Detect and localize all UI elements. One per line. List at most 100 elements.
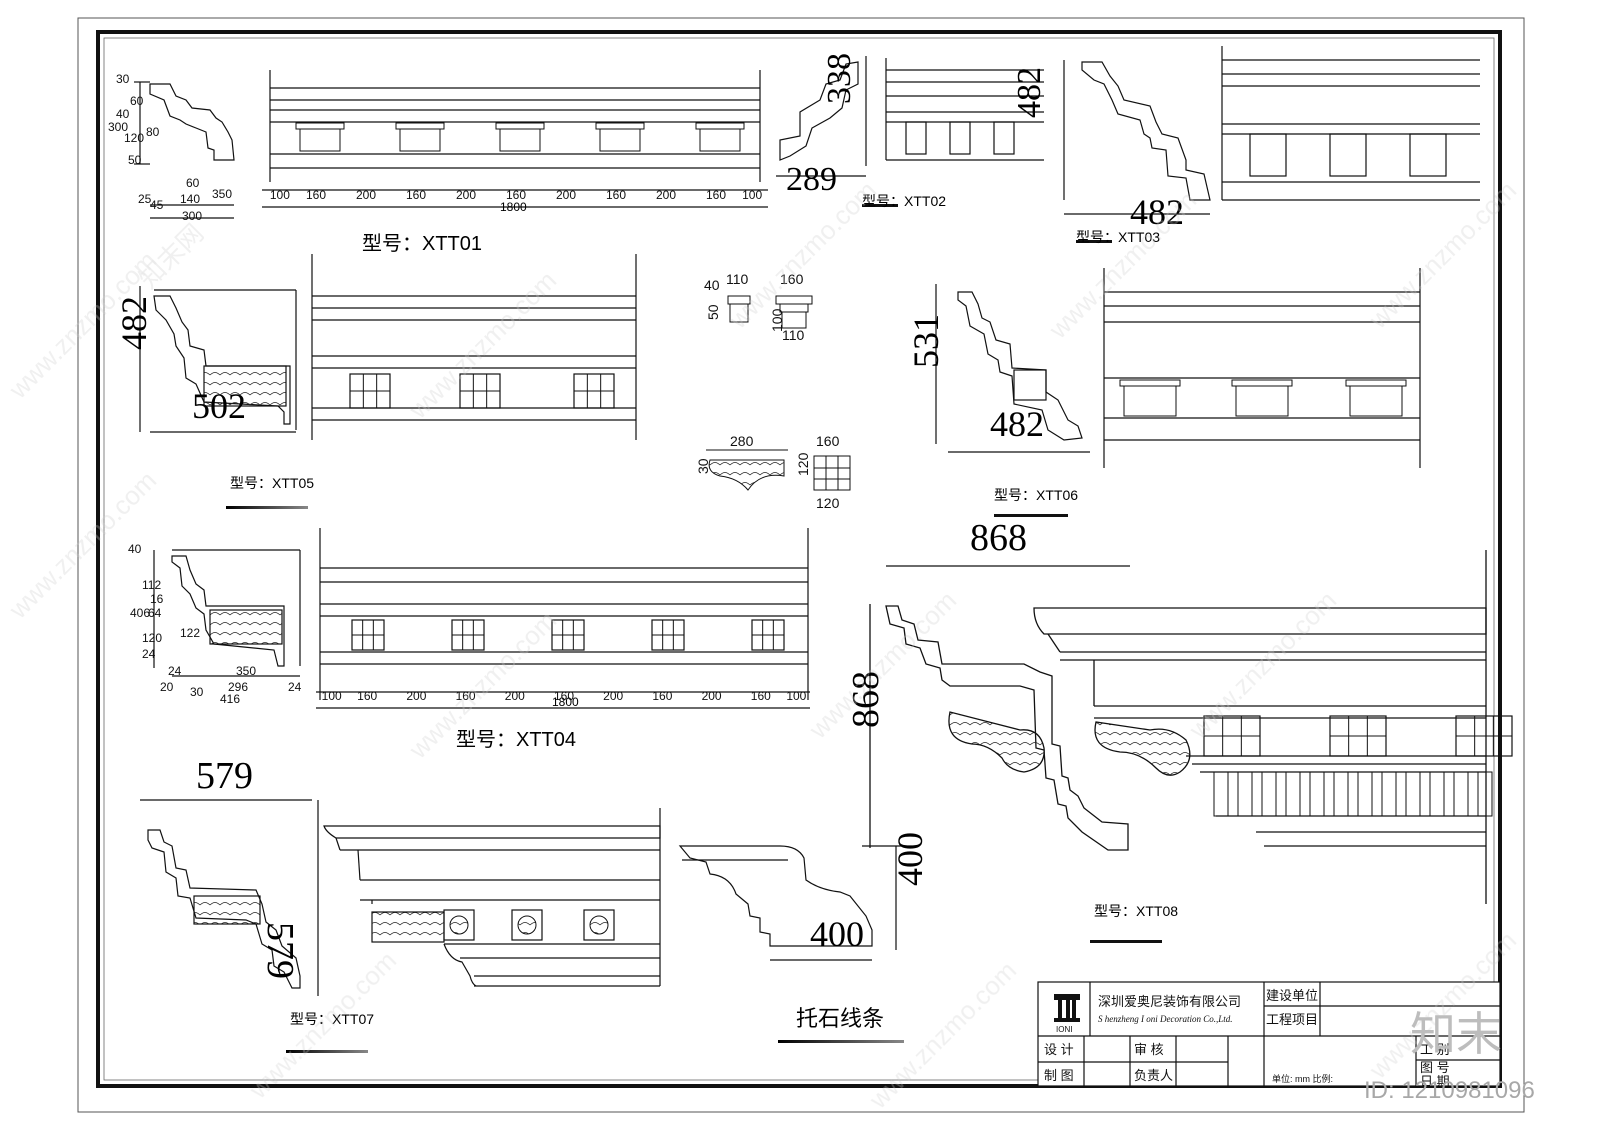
segment-dim: 100 (322, 689, 342, 703)
dim: 280 (730, 433, 754, 449)
xtt05-dim-width: 502 (192, 386, 246, 426)
dentil-cap (295, 122, 345, 130)
svg-text:www.znzmo.com: www.znzmo.com (1182, 585, 1342, 745)
segment-dim: 160 (706, 188, 726, 202)
dentil-block (1237, 771, 1253, 817)
segment-dim: 200 (656, 188, 676, 202)
other-label: 工 别 (1420, 1042, 1450, 1057)
dim: 406 (130, 606, 150, 620)
xtt01-elevation (262, 70, 768, 208)
drawing-no-label: 图 号 (1420, 1060, 1450, 1075)
segment-dim: 160 (751, 689, 771, 703)
dim: 40 (128, 542, 142, 556)
dim: 110 (782, 327, 805, 343)
segment-dim: 200 (556, 188, 576, 202)
segment-dim: 160 (456, 689, 476, 703)
dim: 120 (142, 631, 162, 645)
xtt06-dim-height: 531 (906, 314, 946, 368)
rosette (517, 915, 537, 935)
dentil-cap (395, 122, 445, 130)
dim: 416 (220, 692, 240, 706)
segment-dim: 160 (406, 188, 426, 202)
dim: 160 (816, 433, 840, 449)
rosette-frame (511, 909, 543, 941)
dentil-detail (727, 295, 813, 329)
design-label: 设 计 (1044, 1042, 1074, 1057)
dim: 24 (168, 664, 182, 678)
dim: 296 (228, 680, 248, 694)
dentil-block (1477, 771, 1493, 817)
segment-dim: 160 (506, 188, 526, 202)
xtt06-elevation (1103, 268, 1421, 468)
xtt03-dim: 482 (1130, 192, 1184, 232)
dim: 300 (182, 209, 202, 223)
xtt04-total: 1800 (552, 695, 579, 709)
dim: 25 (138, 192, 152, 206)
title-block (1037, 981, 1501, 1087)
bracket-detail (706, 449, 851, 491)
rosette-frame (443, 909, 475, 941)
company-name-en: S henzheng I oni Decoration Co.,Ltd. (1098, 1014, 1233, 1024)
xtt02-elevation (885, 58, 1044, 161)
segment-dim: 200 (505, 689, 525, 703)
xtt01-label: 型号：XTT01 (362, 232, 482, 255)
rosette (589, 915, 609, 935)
dentil-block (1453, 771, 1469, 817)
outer-border (77, 17, 1525, 1113)
xtt07-label: 型号：XTT07 (290, 1011, 374, 1027)
dentil-block (1285, 771, 1301, 817)
dim: 350 (236, 664, 256, 678)
segment-dim: 200 (702, 689, 722, 703)
dentil-cap (695, 122, 745, 130)
xtt07-rosettes (443, 909, 615, 941)
dentil-block (1235, 385, 1289, 417)
dim: 122 (180, 626, 200, 640)
draw-label: 制 图 (1044, 1068, 1074, 1083)
rosette (449, 915, 469, 935)
xtt06-dentils (1119, 379, 1407, 417)
dentil-block (299, 128, 341, 152)
dim: 50 (705, 304, 721, 320)
dentil-cap (1231, 379, 1293, 387)
dim: 140 (180, 192, 200, 206)
unit-label: 单位: mm 比例: (1272, 1073, 1333, 1084)
segment-dim: 160 (652, 689, 672, 703)
dentil-block (1309, 771, 1325, 817)
dim: 30 (190, 685, 204, 699)
dentil-detail-dims: 110 40 50 110 100 160 (704, 271, 805, 343)
dim: 24 (142, 647, 156, 661)
xtt02-dim-width: 289 (786, 161, 837, 198)
xtt03-label: 型号：XTT03 (1076, 229, 1160, 245)
dentil-block (1349, 385, 1403, 417)
xtt03-profile (1063, 60, 1211, 215)
dim: 40 (116, 107, 130, 121)
dim: 50 (128, 153, 142, 167)
dentil-block (1405, 771, 1421, 817)
dim: 112 (142, 578, 161, 592)
xtt05-label: 型号：XTT05 (230, 475, 314, 491)
xtt04-profile (153, 549, 301, 677)
dentil-block (1357, 771, 1373, 817)
xtt01-profile (134, 81, 235, 219)
segment-dim: 200 (356, 188, 376, 202)
xtt01-profile-dims: 30 60 40 300 120 80 50 60 350 25 45 140 … (108, 72, 232, 223)
dentil-cap (1119, 379, 1181, 387)
date-label: 日 期 (1420, 1074, 1450, 1089)
dim: 60 (130, 94, 144, 108)
bracket-detail-dims: 280 30 120 160 120 (695, 433, 840, 511)
dim: 30 (695, 458, 711, 474)
dentil-cap (595, 122, 645, 130)
xtt08-label: 型号：XTT08 (1094, 903, 1178, 919)
dim: 20 (160, 680, 174, 694)
dim: 40 (704, 277, 720, 293)
xtt08-dim-side: 868 (845, 671, 887, 728)
dim: 64 (148, 606, 162, 620)
review-label: 审 核 (1134, 1042, 1164, 1057)
xtt08-dentils (1213, 771, 1493, 817)
client-label: 建设单位 (1266, 988, 1318, 1003)
svg-text:IONI: IONI (1056, 1025, 1072, 1034)
segment-dim: 160 (554, 689, 574, 703)
